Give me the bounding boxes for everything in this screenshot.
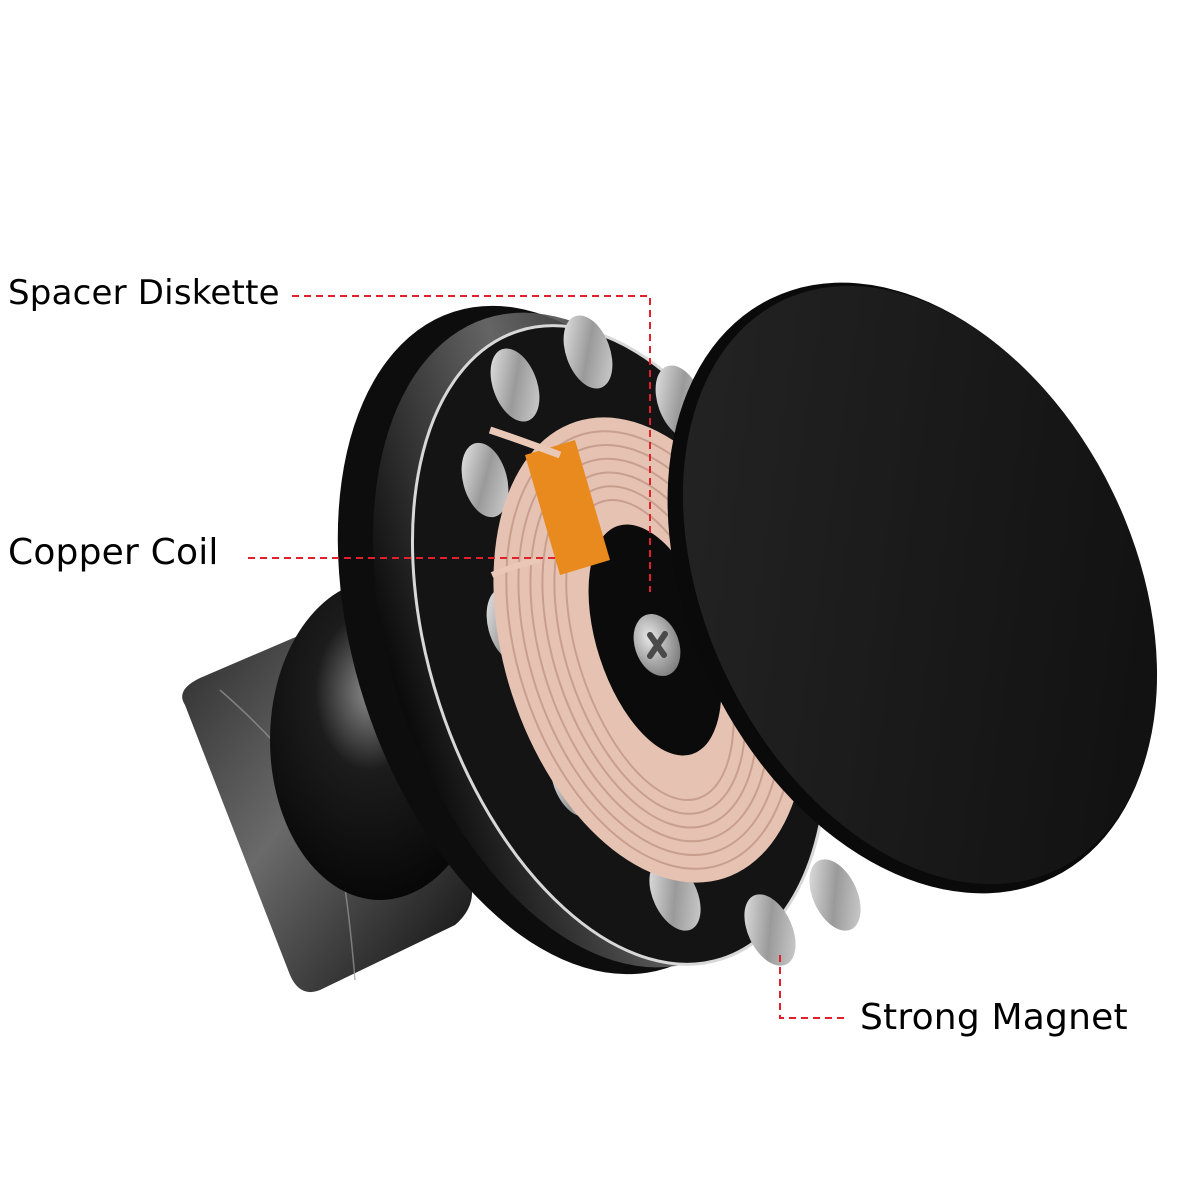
leader-line-spacer <box>292 295 651 592</box>
magnet <box>809 859 861 931</box>
magnet <box>461 442 509 518</box>
magnet <box>563 315 613 389</box>
center-screw <box>633 614 681 676</box>
leader-lines <box>248 295 845 1019</box>
flex-cable <box>525 440 610 575</box>
callout-label-copper-coil: Copper Coil <box>8 532 219 573</box>
cover-plate <box>667 282 1158 894</box>
callout-label-strong-magnet: Strong Magnet <box>860 997 1128 1038</box>
leader-line-magnet <box>779 955 845 1019</box>
magnet <box>490 348 540 422</box>
magnet <box>744 894 796 966</box>
callout-label-spacer-diskette: Spacer Diskette <box>8 273 280 313</box>
